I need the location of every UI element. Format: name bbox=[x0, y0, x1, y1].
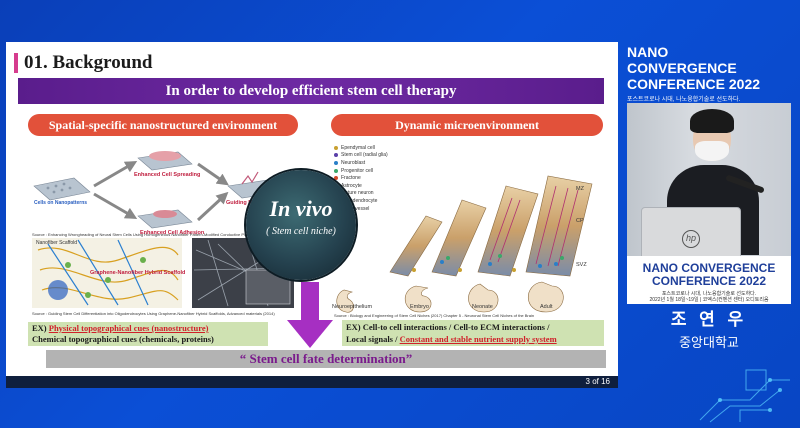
legend-label: Stem cell (radial glia) bbox=[341, 152, 388, 159]
right-example-line-1: EX) Cell-to cell interactions / Cell-to … bbox=[346, 322, 550, 332]
right-section-heading: Dynamic microenvironment bbox=[331, 114, 603, 136]
legend-label: Fractone bbox=[341, 175, 361, 182]
down-arrow-icon bbox=[287, 282, 333, 348]
slide-banner: In order to develop efficient stem cell … bbox=[18, 78, 604, 104]
legend-item: Progenitor cell bbox=[334, 167, 388, 175]
fate-determination-bar: “ Stem cell fate determination” bbox=[46, 350, 606, 368]
label-enhanced-adhesion: Enhanced Cell Adhesion bbox=[140, 230, 205, 236]
in-vivo-title: In vivo bbox=[269, 196, 333, 221]
stage-label: Adult bbox=[540, 304, 553, 310]
legend-dot bbox=[334, 145, 338, 150]
card-title: NANO CONVERGENCE CONFERENCE 2022 bbox=[627, 262, 791, 288]
label-graphene-nanofiber: Graphene-Nanofiber Hybrid Scaffold bbox=[90, 270, 186, 276]
legend-dot bbox=[334, 168, 338, 173]
local-signals-prefix: Local signals / bbox=[346, 334, 400, 344]
physical-cues-highlight: Physical topographical cues (nanostructu… bbox=[48, 323, 209, 333]
legend-label: Oligodendrocyte bbox=[341, 197, 378, 204]
conference-tagline: 포스트코로나 시대, 나노융합기술로 선도하다. bbox=[627, 97, 741, 103]
legend-label: Blood vessel bbox=[341, 205, 370, 212]
speaker-hair bbox=[690, 109, 734, 133]
left-example-box: EX) Physical topographical cues (nanostr… bbox=[28, 322, 268, 346]
label-cells-nanopatterns: Cells on Nanopatterns bbox=[34, 200, 88, 206]
right-example-line-2: Local signals / Constant and stable nutr… bbox=[346, 334, 557, 344]
layer-label-cp: CP bbox=[576, 218, 584, 224]
stage-label: Neuroepithelium bbox=[332, 304, 373, 310]
brain-niche-figure: Ependymal cell Stem cell (radial glia) N… bbox=[330, 140, 604, 318]
right-source: Source : Biology and Engineering of Stem… bbox=[334, 313, 535, 318]
legend-item: Stem cell (radial glia) bbox=[334, 152, 388, 160]
card-date: 2022년 1월 18일~19일 | 코엑스(컨벤션 센터) 오디토리움 bbox=[649, 297, 769, 303]
label-nanofiber-scaffold: Nanofiber Scaffold bbox=[36, 240, 78, 246]
nutrient-supply-highlight: Constant and stable nutrient supply syst… bbox=[399, 334, 557, 344]
speaker-affiliation: 중앙대학교 bbox=[679, 335, 739, 350]
legend-item: Ependymal cell bbox=[334, 144, 388, 152]
brain-development-illustration bbox=[336, 175, 593, 313]
circuit-decoration-icon bbox=[699, 369, 790, 423]
left-example-line-2: Chemical topographical cues (chemicals, … bbox=[32, 334, 214, 344]
slide-footer: 3 of 16 bbox=[6, 376, 618, 388]
stage-label: Embryo bbox=[410, 304, 429, 310]
in-vivo-circle: In vivo ( Stem cell niche) bbox=[246, 170, 356, 280]
card-title-line: NANO CONVERGENCE bbox=[642, 261, 776, 275]
speaker-name-card: NANO CONVERGENCE CONFERENCE 2022 포스트코로나 … bbox=[627, 256, 791, 304]
in-vivo-subtitle: ( Stem cell niche) bbox=[266, 226, 336, 237]
stage-label: Neonate bbox=[472, 304, 493, 310]
face-mask bbox=[695, 141, 729, 161]
logo-line: CONVERGENCE bbox=[627, 60, 737, 76]
speaker-video: hp bbox=[627, 103, 791, 279]
legend-label: Ependymal cell bbox=[341, 144, 375, 151]
laptop-logo-icon: hp bbox=[682, 230, 700, 248]
page-number: 3 of 16 bbox=[585, 377, 610, 386]
card-title-line: CONFERENCE 2022 bbox=[651, 274, 767, 288]
legend-label: Astrocyte bbox=[341, 182, 362, 189]
layer-label-svz: SVZ bbox=[576, 262, 587, 268]
source-bottom: Source : Guiding Stem Cell Differentiati… bbox=[32, 311, 275, 316]
presentation-slide: 01. Background In order to develop effic… bbox=[6, 42, 618, 388]
legend-label: Progenitor cell bbox=[341, 167, 373, 174]
logo-line: NANO bbox=[627, 44, 669, 60]
legend-dot bbox=[334, 153, 338, 158]
ex-prefix: EX) bbox=[32, 323, 49, 333]
layer-label-mz: MZ bbox=[576, 186, 584, 192]
left-section-heading: Spatial-specific nanostructured environm… bbox=[28, 114, 298, 136]
right-example-box: EX) Cell-to cell interactions / Cell-to … bbox=[342, 320, 604, 346]
source-top: Source : Enhancing Wrongheading of Neura… bbox=[32, 232, 280, 237]
legend-label: Mature neuron bbox=[341, 190, 374, 197]
left-example-line-1: EX) Physical topographical cues (nanostr… bbox=[32, 323, 208, 333]
legend-dot bbox=[334, 160, 338, 165]
header-accent-bar bbox=[14, 53, 18, 73]
conference-logo: NANO CONVERGENCE CONFERENCE 2022 bbox=[627, 44, 797, 92]
label-enhanced-spreading: Enhanced Cell Spreading bbox=[134, 172, 201, 178]
legend-dot bbox=[334, 176, 338, 181]
card-tagline: 포스트코로나 시대, 나노융합기술로 선도하다. bbox=[661, 291, 757, 297]
legend-item: Neuroblast bbox=[334, 159, 388, 167]
slide-title: 01. Background bbox=[24, 52, 153, 73]
legend-label: Neuroblast bbox=[341, 159, 366, 166]
speaker-name: 조 연 우 bbox=[670, 310, 748, 329]
logo-line: CONFERENCE 2022 bbox=[627, 76, 761, 92]
legend-item: Fractone bbox=[334, 174, 388, 182]
